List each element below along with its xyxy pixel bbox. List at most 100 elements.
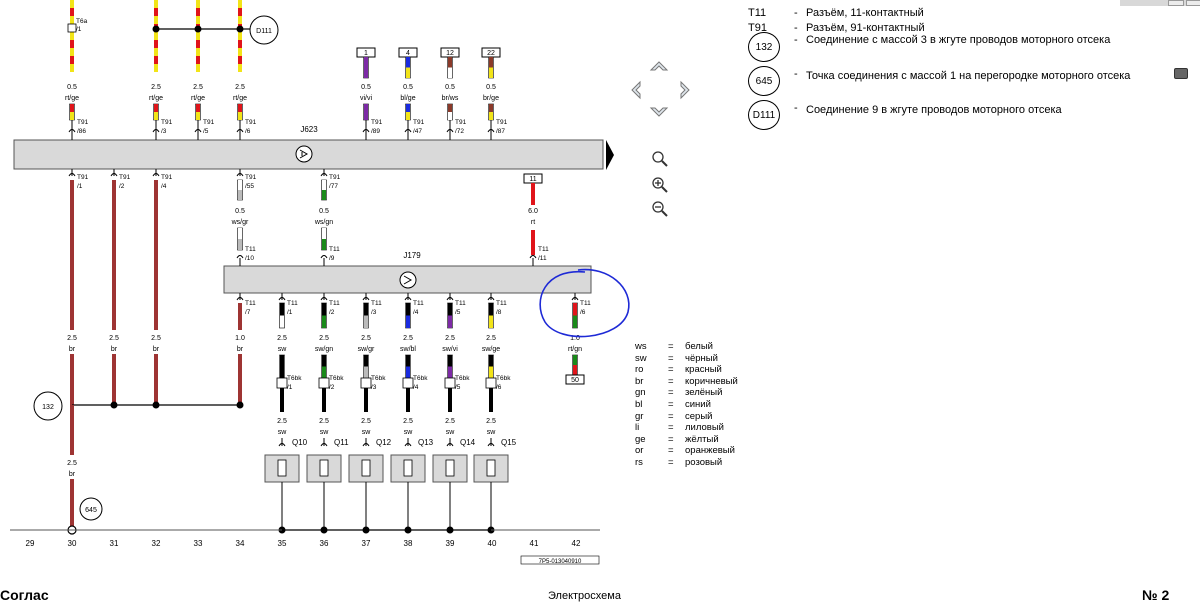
color-eq: = [668, 433, 674, 445]
q-label: Q14 [460, 438, 476, 447]
pin-symbol [236, 255, 244, 259]
wire-top-c2 [406, 67, 410, 78]
wire-spec: 2.5 [319, 335, 329, 342]
pin-box-label: 1 [364, 50, 368, 57]
wire-spec: 2.5 [361, 335, 371, 342]
pin-connector: T11 [538, 246, 549, 253]
wire-out-lower-c2 [280, 366, 284, 378]
nav-down-icon[interactable] [649, 107, 669, 117]
wire-spec: 0.5 [67, 84, 77, 91]
wire-color: sw [320, 429, 330, 436]
nav-up-icon[interactable] [649, 61, 669, 71]
wire-spec: 2.5 [486, 418, 496, 425]
wire-out-c1 [448, 303, 452, 316]
wire-color: rt/ge [149, 95, 163, 102]
color-name: красный [685, 364, 722, 376]
zoom-fit-icon[interactable] [652, 151, 668, 167]
wire-spec: 2.5 [235, 84, 245, 91]
wire-spec: 0.5 [235, 208, 245, 215]
wire-top-c2 [364, 67, 368, 78]
ground-132-label: 132 [42, 404, 54, 411]
nav-arrows[interactable] [606, 61, 690, 170]
color-name: чёрный [685, 352, 718, 364]
ecu-symbol-mark [299, 149, 309, 159]
wire-color: sw/vi [442, 346, 458, 353]
wire-color: br [111, 346, 118, 353]
pin-number: /89 [371, 128, 380, 135]
wire-color: sw [404, 429, 414, 436]
zoom-in-icon[interactable] [652, 177, 668, 193]
pin-number: /9 [329, 255, 335, 262]
wire-out-lower-c2 [573, 365, 577, 375]
wire-out-lower-c1 [364, 355, 368, 367]
nav-left-icon[interactable] [631, 80, 641, 100]
pin-number: /5 [455, 384, 461, 391]
zoom-tools[interactable] [652, 151, 668, 217]
wire-spec: 2.5 [445, 335, 455, 342]
wire-color: rt/ge [191, 95, 205, 102]
wire-spec: 2.5 [277, 418, 287, 425]
wire-top-lower-c1 [196, 104, 200, 112]
wire-mid-c2 [322, 190, 326, 200]
pin-connector: T91 [161, 119, 173, 126]
color-eq: = [668, 422, 674, 434]
wire-mid-c1 [238, 180, 242, 190]
pin-number: /77 [329, 183, 338, 190]
color-name: лиловый [685, 422, 724, 434]
continue-right-icon[interactable] [606, 140, 614, 170]
wire-top-lower-c1 [238, 104, 242, 112]
wire-out-lower-c2 [406, 366, 410, 378]
grid-number: 32 [152, 539, 161, 548]
wire-out-lower-c2 [364, 366, 368, 378]
grid-number: 36 [320, 539, 329, 548]
grid-number: 41 [530, 539, 539, 548]
wire-mid-lower-c2 [322, 239, 326, 250]
d111-label: D111 [256, 28, 272, 35]
color-name: оранжевый [685, 445, 735, 457]
wire-color: sw/ge [482, 346, 500, 353]
connector-desc: Разъём, 91-контактный [806, 22, 925, 34]
pin-number: /55 [245, 183, 254, 190]
pin-symbol [404, 297, 412, 301]
wire-color: br [69, 346, 76, 353]
wire-top-lower-c1 [154, 104, 158, 112]
wire-color: sw [362, 429, 372, 436]
q-label: Q12 [376, 438, 392, 447]
pin-box [565, 374, 585, 385]
q-label: Q15 [501, 438, 517, 447]
wire-color: bl/ge [400, 95, 415, 102]
camera-icon[interactable] [1174, 68, 1188, 79]
pin-number: /87 [496, 128, 505, 135]
wire-mid-lower-c1 [322, 228, 326, 239]
legend-dash: - [794, 22, 798, 34]
grid-number: 33 [194, 539, 203, 548]
nav-right-icon[interactable] [680, 80, 690, 100]
wire-spec: 0.5 [445, 84, 455, 91]
t6a-label: T6a [76, 18, 88, 25]
wire-out-c2 [489, 315, 493, 328]
color-abbr: ge [635, 433, 646, 445]
color-name: белый [685, 341, 713, 352]
wire-out-c2 [573, 315, 577, 328]
connector-code: T11 [748, 7, 767, 19]
color-abbr: br [635, 375, 644, 387]
color-name: жёлтый [685, 433, 719, 445]
legend-dash: - [794, 102, 798, 114]
toolbar-button[interactable] [1168, 0, 1184, 6]
wire-top-c2 [448, 67, 452, 78]
wire-spec: 0.5 [361, 84, 371, 91]
color-name: коричневый [685, 375, 738, 387]
wire-top-c1 [448, 57, 452, 68]
toolbar-button[interactable] [1186, 0, 1200, 6]
pin-symbol [404, 443, 412, 447]
ecu-symbol-j179 [399, 271, 417, 289]
label-bg [231, 330, 249, 354]
pin-connector: T91 [245, 174, 257, 181]
wire-color: br [237, 346, 244, 353]
wire-out-c2 [364, 315, 368, 328]
pin-connector: T91 [77, 174, 89, 181]
pin-connector: T11 [329, 300, 340, 307]
t6bk-label: T6bk [329, 375, 344, 382]
zoom-out-icon[interactable] [652, 201, 668, 217]
pin-connector: T91 [119, 174, 131, 181]
